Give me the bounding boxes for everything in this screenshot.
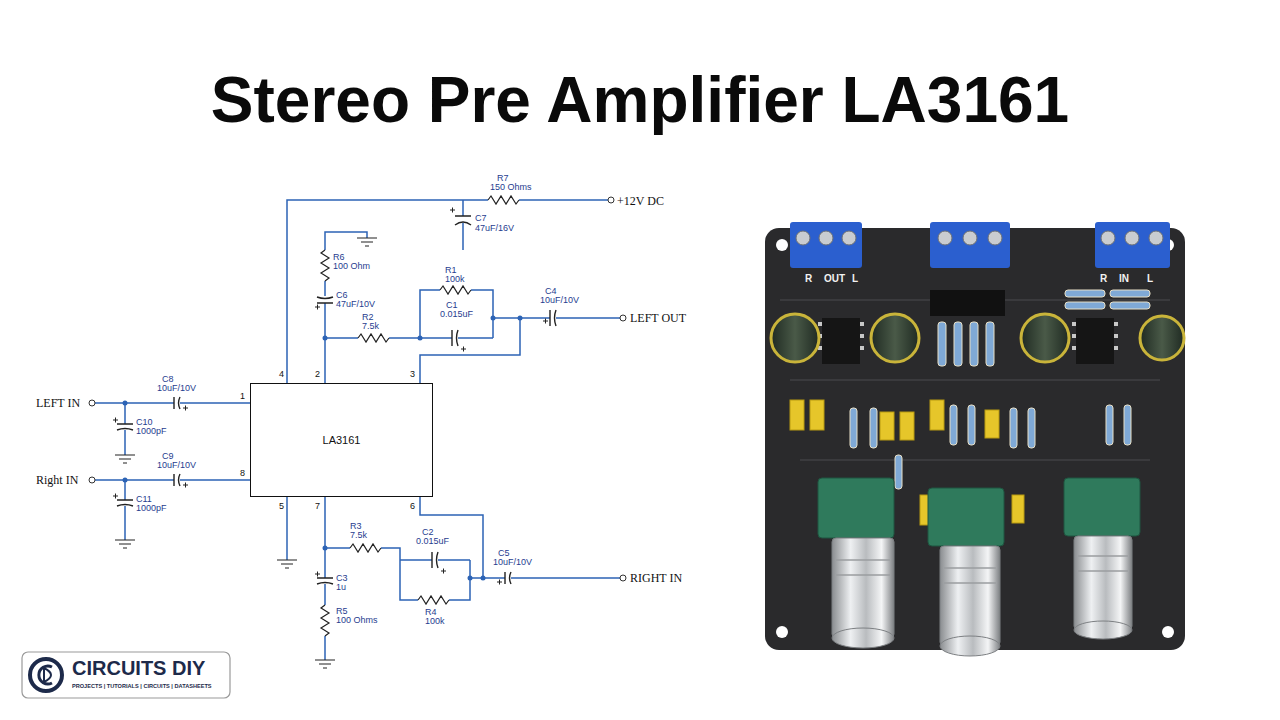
part-value: 10uF/10V <box>540 295 579 305</box>
part-name: C10 <box>136 417 153 427</box>
part-name: C7 <box>475 213 487 223</box>
part-value: 1u <box>336 582 346 592</box>
pin-number: 3 <box>410 369 415 379</box>
polarity-marks <box>113 208 548 585</box>
board-marking: L <box>852 273 858 285</box>
part-value: 100k <box>425 616 445 626</box>
diagram-title: Stereo Pre Amplifier LA3161 <box>0 60 1280 140</box>
part-name: C5 <box>498 548 510 558</box>
board-photo <box>765 222 1185 656</box>
pin-number: 1 <box>240 391 245 401</box>
part-name: R1 <box>445 265 457 275</box>
part-value: 10uF/10V <box>493 557 532 567</box>
pin-number: 8 <box>240 468 245 478</box>
part-value: 10uF/10V <box>157 460 196 470</box>
part-value: 7.5k <box>350 530 367 540</box>
part-name: R4 <box>425 607 437 617</box>
part-name: R6 <box>333 252 345 262</box>
part-value: 150 Ohms <box>490 182 532 192</box>
capacitor-symbols <box>117 216 556 584</box>
part-name: R2 <box>362 312 374 322</box>
pin-number: 5 <box>279 501 284 511</box>
signal-name: Right IN <box>36 473 78 487</box>
part-value: 47uF/16V <box>475 223 514 233</box>
part-value: 0.015uF <box>440 309 473 319</box>
part-value: 100k <box>445 274 465 284</box>
pin-number: 6 <box>410 501 415 511</box>
part-name: C8 <box>162 374 174 384</box>
part-name: C3 <box>336 573 348 583</box>
part-value: 100 Ohm <box>333 261 370 271</box>
logo-tagline: PROJECTS | TUTORIALS | CIRCUITS | DATASH… <box>72 683 212 690</box>
junction-dots <box>123 316 523 581</box>
part-name: C6 <box>336 290 348 300</box>
ic-label: LA3161 <box>323 434 361 447</box>
part-value: 1000pF <box>136 503 167 513</box>
part-name: C9 <box>162 451 174 461</box>
signal-name: LEFT IN <box>36 396 80 410</box>
terminals <box>89 197 626 581</box>
signal-name: LEFT OUT <box>630 311 686 325</box>
pin-number: 4 <box>279 369 284 379</box>
part-value: 47uF/10V <box>336 299 375 309</box>
logo-frame <box>22 652 230 698</box>
board-marking: L <box>1147 273 1153 285</box>
part-name: C2 <box>422 527 434 537</box>
board-marking: OUT <box>824 273 845 285</box>
part-name: R5 <box>336 606 348 616</box>
part-name: R7 <box>497 173 509 183</box>
logo-name: CIRCUITS DIY <box>72 657 205 679</box>
part-value: 7.5k <box>362 321 379 331</box>
pin-number: 2 <box>315 369 320 379</box>
board-marking: R <box>1100 273 1107 285</box>
board-marking: R <box>805 273 812 285</box>
part-value: 10uF/10V <box>157 383 196 393</box>
supply-label: +12V DC <box>617 194 664 208</box>
part-name: R3 <box>350 521 362 531</box>
part-name: C11 <box>136 494 152 504</box>
wires <box>95 200 620 660</box>
part-name: C4 <box>545 286 557 296</box>
board-marking: IN <box>1119 273 1129 285</box>
ic-box: LA3161 <box>250 383 433 497</box>
part-name: C1 <box>446 300 458 310</box>
signal-name: RIGHT IN <box>630 571 682 585</box>
part-value: 100 Ohms <box>336 615 378 625</box>
pin-number: 7 <box>315 501 320 511</box>
part-value: 0.015uF <box>416 536 449 546</box>
part-value: 1000pF <box>136 426 167 436</box>
